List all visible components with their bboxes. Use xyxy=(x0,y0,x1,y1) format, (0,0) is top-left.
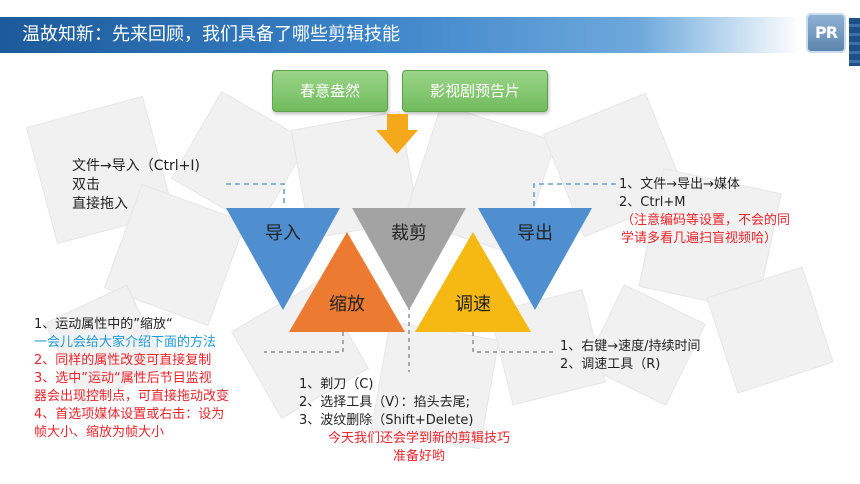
speed-notes: 1、右键→速度/持续时间 2、调速工具（R) xyxy=(560,338,701,374)
cut-note-2: 2、选择工具（V）：掐头去尾; xyxy=(299,395,471,410)
title-bar xyxy=(0,17,800,53)
cut-tip-2: 准备好哟 xyxy=(392,449,445,464)
import-note-1: 文件→导入（Ctrl+I) xyxy=(72,158,200,174)
skill-label-speed: 调速 xyxy=(455,294,491,315)
import-note-3: 直接拖入 xyxy=(72,196,128,212)
triangle-import xyxy=(226,208,340,310)
scale-note-1: 1、运动属性中的”缩放“ xyxy=(34,317,173,332)
import-notes: 文件→导入（Ctrl+I) 双击 直接拖入 xyxy=(72,157,200,214)
skill-label-scale: 缩放 xyxy=(329,294,365,315)
export-tip-2: 学请多看几遍扫盲视频哈） xyxy=(621,231,778,246)
cut-tip-1: 今天我们还会学到新的剪辑技巧 xyxy=(327,431,510,446)
export-tip-1: （注意编码等设置，不会的同 xyxy=(621,213,791,228)
down-arrow-icon xyxy=(376,114,418,154)
export-tip: （注意编码等设置，不会的同 学请多看几遍扫盲视频哈） xyxy=(621,212,790,248)
cut-note-3: 3、波纹删除（Shift+Delete) xyxy=(299,413,474,428)
scale-note-4b: 帧大小、缩放为帧大小 xyxy=(34,425,165,440)
export-notes: 1、文件→导出→媒体 2、Ctrl+M xyxy=(619,176,740,212)
project-button-spring[interactable]: 春意盎然 xyxy=(272,70,388,112)
scale-notes: 1、运动属性中的”缩放“ 一会儿会给大家介绍下面的方法 2、同样的属性改变可直接… xyxy=(34,316,229,442)
connector-scale xyxy=(264,332,344,353)
cut-notes: 1、剃刀（C) 2、选择工具（V）：掐头去尾; 3、波纹删除（Shift+Del… xyxy=(299,376,474,430)
skill-label-import: 导入 xyxy=(265,223,301,244)
connector-export xyxy=(533,183,616,206)
cut-tip: 今天我们还会学到新的剪辑技巧 准备好哟 xyxy=(314,430,524,466)
triangle-export xyxy=(478,208,592,310)
slide-title: 温故知新：先来回顾，我们具备了哪些剪辑技能 xyxy=(22,24,400,45)
project-button-trailer[interactable]: 影视剧预告片 xyxy=(402,70,548,112)
connector-speed xyxy=(472,332,556,353)
import-note-2: 双击 xyxy=(72,177,100,193)
triangle-speed xyxy=(415,232,531,332)
speed-note-1: 1、右键→速度/持续时间 xyxy=(560,339,701,354)
scale-note-2: 2、同样的属性改变可直接复制 xyxy=(34,353,212,368)
cut-note-1: 1、剃刀（C) xyxy=(299,377,374,392)
export-note-1: 1、文件→导出→媒体 xyxy=(619,177,741,192)
skill-label-cut: 裁剪 xyxy=(391,223,427,244)
export-note-2: 2、Ctrl+M xyxy=(619,195,686,210)
triangle-cut xyxy=(352,208,466,310)
scale-note-3a: 3、选中”运动“属性后节目监视 xyxy=(34,371,212,386)
connector-import xyxy=(226,183,285,206)
scale-note-4a: 4、首选项媒体设置或右击：设为 xyxy=(34,407,225,422)
scale-note-1-hint: 一会儿会给大家介绍下面的方法 xyxy=(34,335,217,350)
skill-label-export: 导出 xyxy=(517,223,553,244)
logo-edge-decoration xyxy=(849,18,860,66)
scale-note-3b: 器会出现控制点，可直接拖动改变 xyxy=(34,389,230,404)
triangle-scale xyxy=(289,232,405,332)
speed-note-2: 2、调速工具（R) xyxy=(560,357,661,372)
premiere-logo: PR xyxy=(806,13,846,53)
